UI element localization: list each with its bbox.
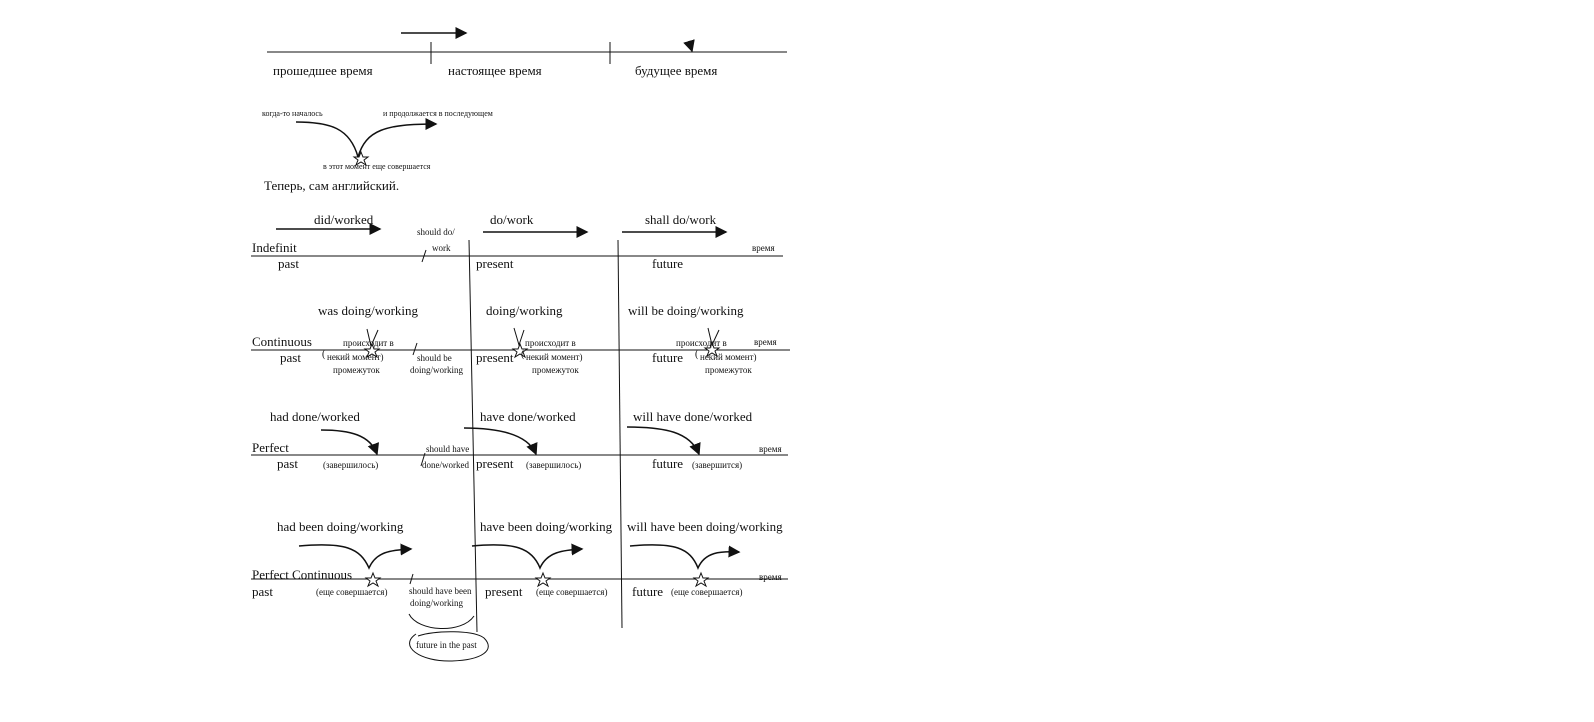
perfect-past-note: (завершилось) (323, 460, 379, 470)
pc-present-note: (еще совершается) (536, 587, 608, 597)
continuous-past-note2: некий момент) (327, 352, 384, 362)
pc-label: Perfect Continuous (252, 567, 353, 582)
perfect-past-form: had done/worked (270, 409, 360, 424)
continuous-past-note1: происходит в (343, 338, 394, 348)
continues-note: и продолжается в последующем (383, 109, 493, 118)
continuous-future-note1: происходит в (676, 338, 727, 348)
star-icon (534, 571, 552, 588)
pc-past-note: (еще совершается) (316, 587, 388, 597)
pc-present-form: have been doing/working (480, 519, 613, 534)
continuous-fip-line2: doing/working (410, 365, 463, 375)
continuation-curve (295, 118, 438, 160)
continuous-future-note3: промежуток (705, 365, 752, 375)
perfect-past-arrow (320, 429, 379, 456)
star-icon (511, 342, 529, 359)
star-icon (692, 571, 710, 588)
time-word: время (759, 444, 782, 454)
continuous-fip-line1: should be (417, 353, 452, 363)
future-in-past-label: future in the past (416, 640, 477, 650)
indefinite-future-label: future (652, 256, 684, 271)
continuous-future-note2: некий момент) (700, 352, 757, 362)
continuous-past-form: was doing/working (318, 303, 419, 318)
continuous-past-paren: ( (322, 349, 326, 360)
star-icon (363, 342, 381, 359)
fip-ellipse (409, 631, 489, 662)
continuous-present-note3: промежуток (532, 365, 579, 375)
time-word: время (759, 572, 782, 582)
perfect-fip-line2: done/worked (422, 460, 469, 470)
perfect-future-label: future (652, 456, 684, 471)
future-divider (617, 239, 623, 629)
perfect-fip-line1: should have (426, 444, 470, 454)
continuous-label: Continuous (252, 334, 312, 349)
top-past-label: прошедшее время (273, 63, 373, 78)
indefinite-past-label: past (278, 256, 299, 271)
perfect-present-note: (завершилось) (526, 460, 582, 470)
star-icon (364, 571, 382, 588)
pc-past-form: had been doing/working (277, 519, 404, 534)
time-word: время (752, 243, 775, 253)
star-icon (703, 341, 721, 358)
fip-bracket (408, 613, 475, 629)
indefinite-fip-line2: work (432, 243, 451, 253)
indefinite-past-form: did/worked (314, 212, 374, 227)
top-future-label: будущее время (635, 63, 718, 78)
indefinite-label: Indefinit (252, 240, 297, 255)
perfect-present-label: present (476, 456, 514, 471)
indefinite-fip-tick (421, 249, 427, 263)
perfect-label: Perfect (252, 440, 289, 455)
continuous-present-label: present (476, 350, 514, 365)
continuous-present-note1: происходит в (525, 338, 576, 348)
pc-past-curve (298, 543, 413, 570)
continuous-past-label: past (280, 350, 301, 365)
continuous-future-label: future (652, 350, 684, 365)
continuous-present-paren: ( (521, 349, 525, 360)
continuous-fip-tick (412, 342, 418, 356)
pc-future-form: will have been doing/working (627, 519, 783, 534)
indefinite-present-label: present (476, 256, 514, 271)
top-present-label: настоящее время (448, 63, 542, 78)
continuous-present-marker (513, 327, 525, 347)
pc-future-curve (629, 544, 741, 570)
continuous-future-paren: ( (695, 349, 699, 360)
pc-past-label: past (252, 584, 273, 599)
perfect-past-label: past (277, 456, 298, 471)
indefinite-fip-line1: should do/ (417, 227, 455, 237)
pc-fip-line1: should have been (409, 586, 472, 596)
intro-text: Теперь, сам английский. (264, 178, 400, 193)
continuous-present-note2: некий момент) (526, 352, 583, 362)
continuous-present-form: doing/working (486, 303, 563, 318)
continuous-past-note3: промежуток (333, 365, 380, 375)
perfect-present-arrow (463, 427, 538, 456)
indefinite-future-form: shall do/work (645, 212, 717, 227)
pc-fip-line2: doing/working (410, 598, 463, 608)
started-note: когда-то началось (262, 109, 323, 118)
perfect-future-form: will have done/worked (633, 409, 753, 424)
pc-present-label: present (485, 584, 523, 599)
indefinite-present-form: do/work (490, 212, 534, 227)
pc-present-curve (471, 543, 584, 570)
perfect-future-note: (завершится) (692, 460, 743, 470)
perfect-future-arrow (626, 426, 701, 456)
pc-future-label: future (632, 584, 664, 599)
ongoing-note: в этот момент еще совершается (323, 162, 431, 171)
present-divider (468, 239, 478, 633)
continuous-future-form: will be doing/working (628, 303, 744, 318)
top-timeline-pointer (683, 39, 695, 53)
time-word: время (754, 337, 777, 347)
perfect-fip-tick (420, 452, 426, 467)
pc-fip-tick (409, 573, 414, 585)
perfect-present-form: have done/worked (480, 409, 576, 424)
pc-future-note: (еще совершается) (671, 587, 743, 597)
star-icon (352, 150, 370, 167)
